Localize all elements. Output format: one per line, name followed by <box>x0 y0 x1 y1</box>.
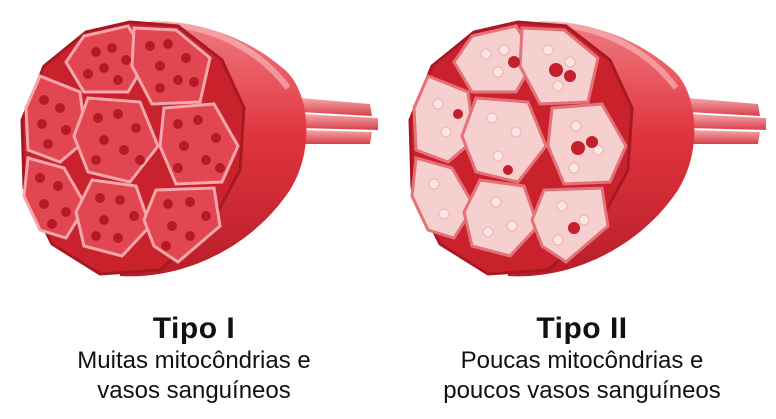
tendon <box>300 98 378 144</box>
type-1-muscle-illustration <box>0 0 388 300</box>
type-2-muscle-illustration <box>388 0 776 300</box>
type-2-description-line-2: poucos vasos sanguíneos <box>388 376 776 406</box>
type-1-muscle-bundle <box>0 0 388 300</box>
type-1-title: Tipo I <box>0 312 388 346</box>
type-2-caption: Tipo II Poucas mitocôndrias e poucos vas… <box>388 312 776 406</box>
type-2-title: Tipo II <box>388 312 776 346</box>
type-2-muscle-bundle <box>388 0 776 300</box>
type-2-description-line-1: Poucas mitocôndrias e <box>388 346 776 376</box>
tendon <box>688 98 766 144</box>
type-1-caption: Tipo I Muitas mitocôndrias e vasos sangu… <box>0 312 388 406</box>
type-1-description-line-2: vasos sanguíneos <box>0 376 388 406</box>
type-1-description-line-1: Muitas mitocôndrias e <box>0 346 388 376</box>
